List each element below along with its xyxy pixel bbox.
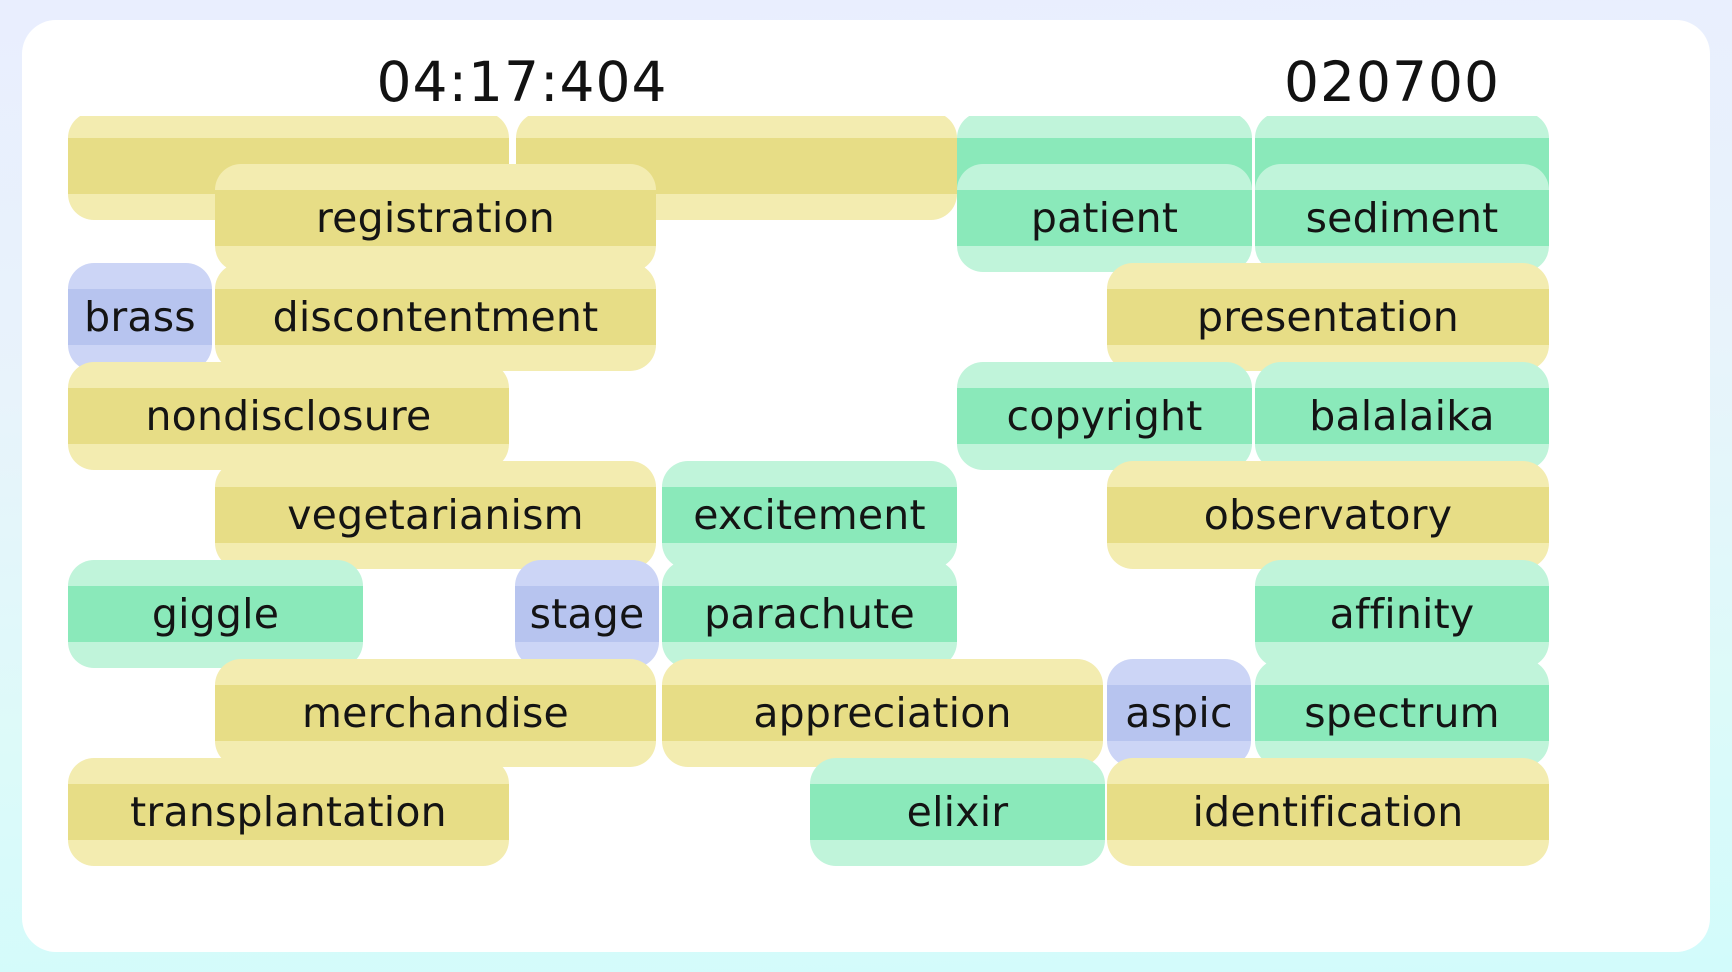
word-chip-label: transplantation xyxy=(130,787,447,836)
word-chip-label: registration xyxy=(316,193,555,242)
score-display: 020700 xyxy=(1284,50,1500,114)
word-chip[interactable]: excitement xyxy=(662,461,957,569)
word-chip-label: observatory xyxy=(1203,490,1453,539)
word-chip-label: vegetarianism xyxy=(287,490,584,539)
word-chip-label: identification xyxy=(1192,787,1464,836)
word-chip[interactable]: brass xyxy=(68,263,212,371)
timer-display: 04:17:404 xyxy=(376,50,668,114)
word-chip-label: nondisclosure xyxy=(145,391,432,440)
word-chip[interactable]: presentation xyxy=(1107,263,1549,371)
word-chip[interactable]: parachute xyxy=(662,560,957,668)
word-chip[interactable]: nondisclosure xyxy=(68,362,509,470)
word-chip-field: registration patient sediment brass disconte… xyxy=(22,116,1710,952)
word-chip[interactable]: patient xyxy=(957,164,1252,272)
word-chip-label: excitement xyxy=(693,490,926,539)
word-chip[interactable]: affinity xyxy=(1255,560,1549,668)
word-chip-label: copyright xyxy=(1006,391,1203,440)
word-chip[interactable]: giggle xyxy=(68,560,363,668)
word-chip[interactable]: elixir xyxy=(810,758,1105,866)
hud-bar: 04:17:404 020700 xyxy=(22,20,1710,116)
word-chip-label: sediment xyxy=(1305,193,1499,242)
word-chip[interactable]: aspic xyxy=(1107,659,1251,767)
word-chip[interactable]: discontentment xyxy=(215,263,656,371)
word-chip-label: balalaika xyxy=(1309,391,1495,440)
word-chip[interactable]: spectrum xyxy=(1255,659,1549,767)
word-chip[interactable]: appreciation xyxy=(662,659,1103,767)
word-chip-label: presentation xyxy=(1197,292,1459,341)
word-chip-label: discontentment xyxy=(272,292,599,341)
game-card: 04:17:404 020700 registration patient sedi… xyxy=(22,20,1710,952)
word-chip[interactable]: identification xyxy=(1107,758,1549,866)
word-chip[interactable]: balalaika xyxy=(1255,362,1549,470)
word-chip-label: appreciation xyxy=(753,688,1012,737)
word-chip[interactable]: stage xyxy=(515,560,659,668)
word-chip-label: affinity xyxy=(1329,589,1475,638)
word-chip[interactable]: vegetarianism xyxy=(215,461,656,569)
word-chip-label: giggle xyxy=(151,589,280,638)
word-chip[interactable]: observatory xyxy=(1107,461,1549,569)
word-chip[interactable]: copyright xyxy=(957,362,1252,470)
word-chip-label: parachute xyxy=(704,589,915,638)
word-chip[interactable]: sediment xyxy=(1255,164,1549,272)
word-chip-label: spectrum xyxy=(1304,688,1500,737)
word-chip-label: aspic xyxy=(1125,688,1233,737)
word-chip[interactable]: transplantation xyxy=(68,758,509,866)
word-chip-label: stage xyxy=(529,589,645,638)
word-chip-label: brass xyxy=(84,292,196,341)
word-chip[interactable]: registration xyxy=(215,164,656,272)
word-chip-label: merchandise xyxy=(302,688,569,737)
word-chip-label: patient xyxy=(1030,193,1179,242)
word-chip-label: elixir xyxy=(906,787,1009,836)
word-chip[interactable]: merchandise xyxy=(215,659,656,767)
